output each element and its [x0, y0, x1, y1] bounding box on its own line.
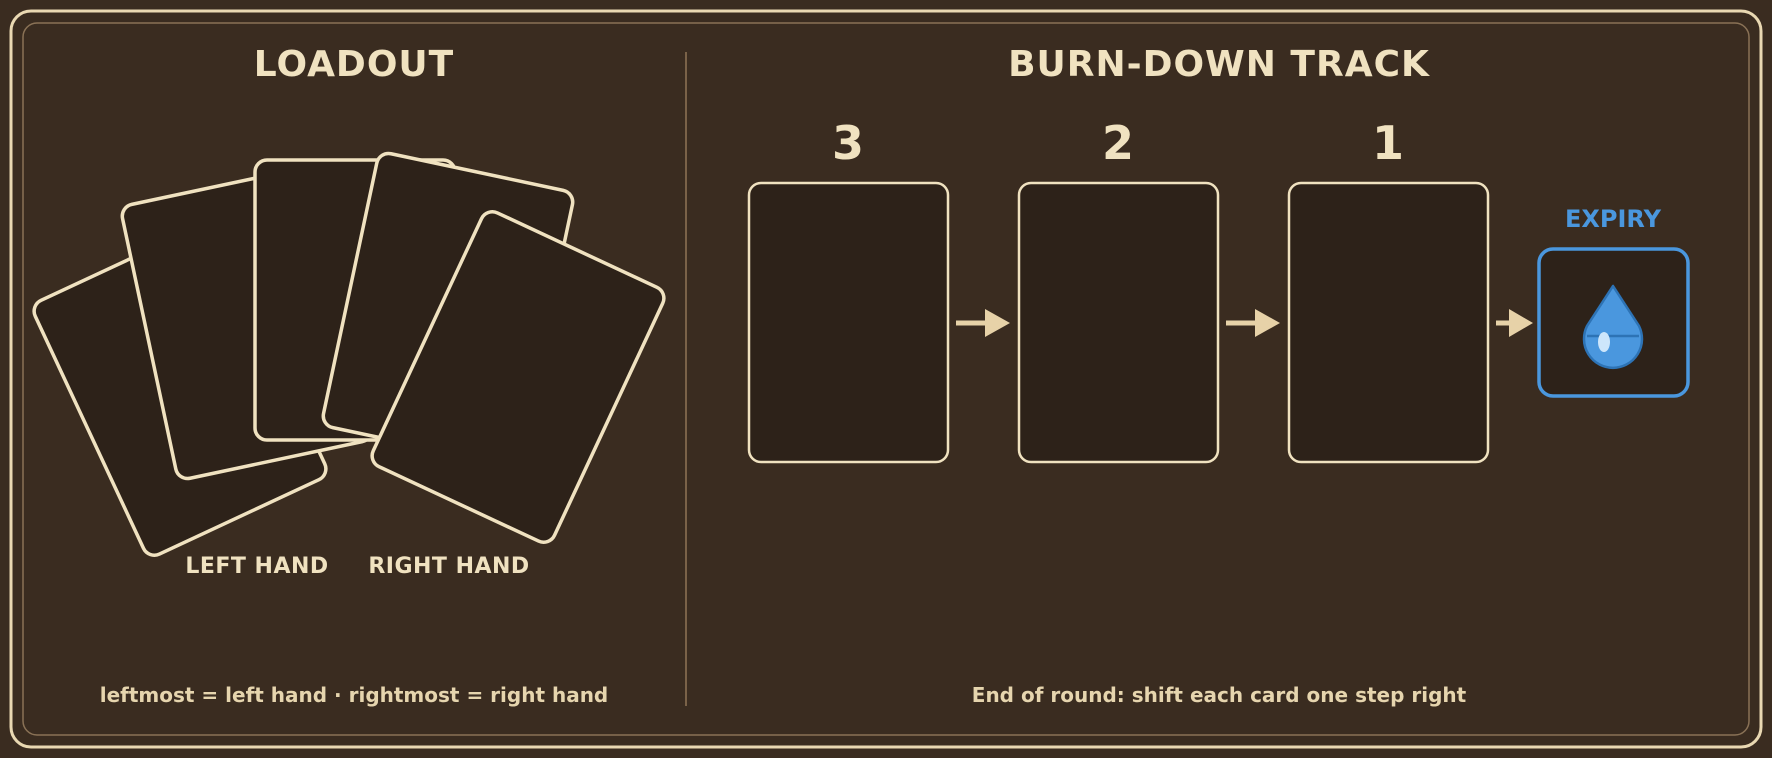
shift-arrow-2: [1226, 309, 1280, 337]
loadout-hand: [32, 151, 668, 557]
right-hand-label: RIGHT HAND: [368, 554, 530, 579]
water-drop-icon: [1582, 284, 1644, 370]
step-number-2: 2: [1101, 116, 1134, 170]
step-number-1: 1: [1371, 116, 1404, 170]
left-hand-label: LEFT HAND: [185, 554, 329, 579]
expiry-label: EXPIRY: [1565, 205, 1661, 233]
track-slot-1[interactable]: [1287, 181, 1490, 464]
loadout-title: LOADOUT: [253, 44, 455, 85]
track-slot-2[interactable]: [1017, 181, 1220, 464]
track-note: End of round: shift each card one step r…: [971, 683, 1467, 707]
inner-frame: [22, 22, 1750, 736]
loadout-note: leftmost = left hand · rightmost = right…: [99, 683, 609, 707]
burn-down-title: BURN-DOWN TRACK: [1008, 44, 1430, 85]
shift-arrow-1: [956, 309, 1010, 337]
track-slot-3[interactable]: [747, 181, 950, 464]
burn-down-slots: [747, 181, 1490, 464]
loadout-card-5[interactable]: [368, 208, 668, 546]
shift-arrow-3: [1496, 309, 1533, 337]
step-number-3: 3: [831, 116, 864, 170]
outer-frame: [9, 9, 1763, 749]
